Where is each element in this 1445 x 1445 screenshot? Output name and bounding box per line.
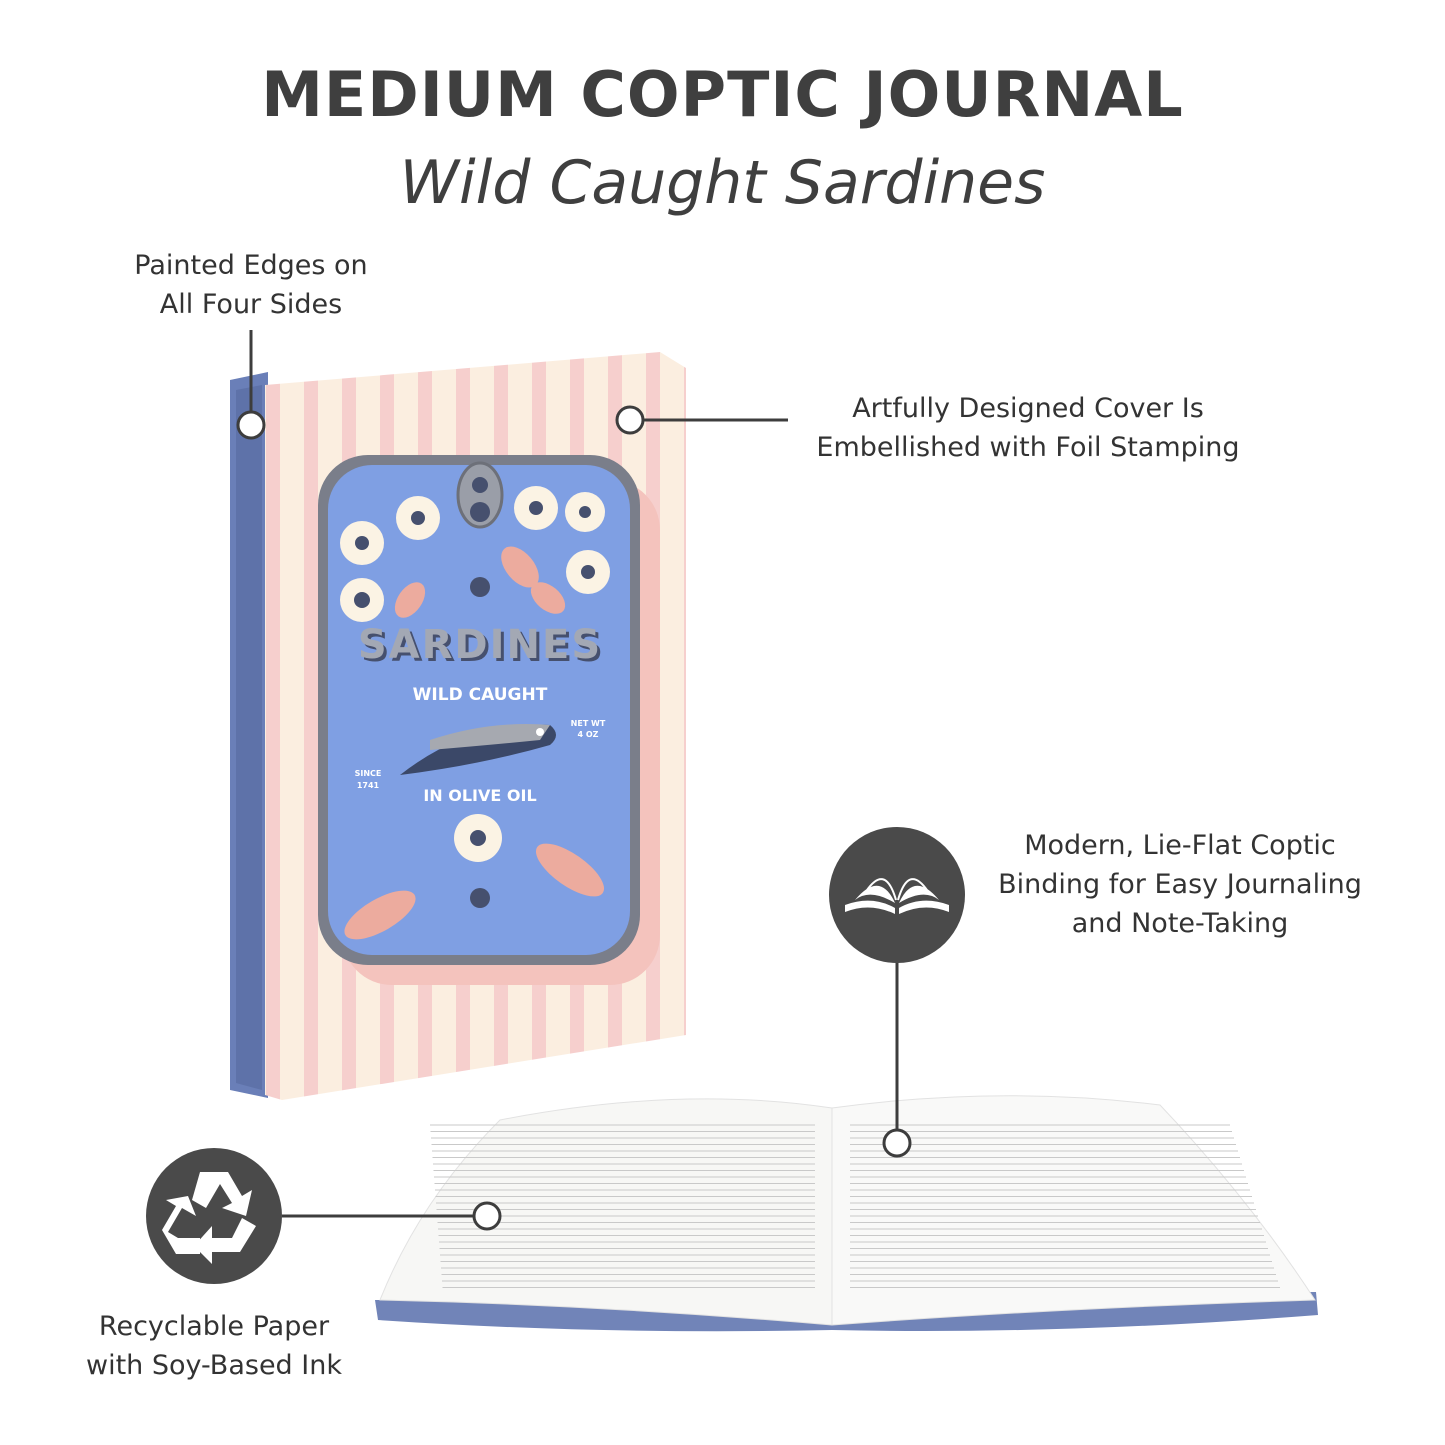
feature-binding: Modern, Lie-Flat Coptic Binding for Easy… [975,826,1385,943]
recycle-icon [162,1172,256,1264]
net-wt-label: NET WT [570,719,606,728]
page-subtitle: Wild Caught Sardines [399,148,1046,218]
feature-cover: Artfully Designed Cover Is Embellished w… [798,389,1258,467]
binding-callout [829,827,965,1158]
cover-brand: SARDINES [357,622,603,668]
feature-line: Embellished with Foil Stamping [816,432,1240,463]
cover-tagline: WILD CAUGHT [412,685,548,705]
recycle-icon-circle [146,1148,282,1284]
net-wt-value: 4 OZ [577,730,599,739]
callout-dot-edges [236,410,266,440]
feature-line: Recyclable Paper [98,1311,330,1342]
recycle-callout [146,1148,502,1284]
feature-line: Modern, Lie-Flat Coptic [1024,830,1336,861]
since-label: SINCE [354,769,382,778]
feature-line: All Four Sides [159,289,343,320]
feature-line: and Note-Taking [1071,908,1289,939]
open-book-icon-circle [829,827,965,963]
feature-line: Artfully Designed Cover Is [852,393,1204,424]
cover-bottom-text: IN OLIVE OIL [423,786,537,805]
can-label [328,465,630,955]
closed-journal [230,352,686,1100]
open-book-icon [845,878,949,914]
leaves [344,546,605,940]
cover-net-wt: NET WT 4 OZ [568,718,608,740]
feature-line: Binding for Easy Journaling [998,869,1362,900]
feature-line: Painted Edges on [134,250,368,281]
feature-recyclable: Recyclable Paper with Soy-Based Ink [64,1307,364,1385]
cover-since: SINCE 1741 [348,768,388,792]
sardine-fish [400,724,556,775]
page-title: MEDIUM COPTIC JOURNAL [261,58,1184,131]
feature-line: with Soy-Based Ink [86,1350,342,1381]
callout-dot-cover [615,405,645,435]
ruled-lines [430,1124,1280,1288]
open-journal [375,1095,1318,1332]
pull-tab [456,461,504,529]
feature-painted-edges: Painted Edges on All Four Sides [111,246,391,324]
since-year: 1741 [356,781,380,790]
